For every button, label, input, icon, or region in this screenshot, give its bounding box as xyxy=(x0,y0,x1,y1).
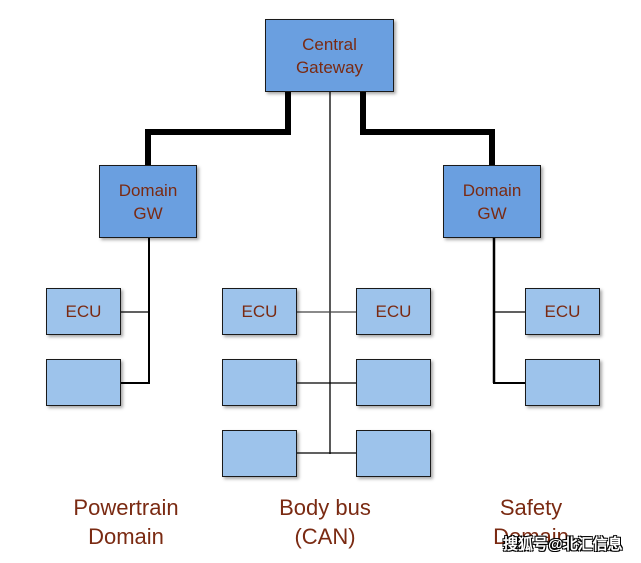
body-ecu-right-1: ECU xyxy=(356,288,431,335)
powertrain-domain-label: Powertrain Domain xyxy=(73,495,179,549)
safety-ecu-1: ECU xyxy=(525,288,600,335)
watermark: 搜狐号@北汇信息 xyxy=(503,536,623,553)
body-bus-label: Body bus (CAN) xyxy=(279,495,371,549)
ecu-label: ECU xyxy=(544,302,581,321)
central-gateway-node: Central Gateway xyxy=(265,19,394,92)
central-to-right-gw-link xyxy=(360,92,495,166)
safety-ecu-2 xyxy=(525,359,600,406)
central-gateway-label: Central Gateway xyxy=(295,34,364,77)
body-ecu-left-3 xyxy=(222,430,297,477)
powertrain-ecu-1: ECU xyxy=(46,288,121,335)
powertrain-ecu-2 xyxy=(46,359,121,406)
domain-gw-label: Domain GW xyxy=(118,180,178,223)
body-ecu-right-3 xyxy=(356,430,431,477)
central-to-left-gw-link xyxy=(145,92,291,166)
ecu-label: ECU xyxy=(65,302,102,321)
body-ecu-left-2 xyxy=(222,359,297,406)
safety-domain-label: Safety Domain xyxy=(493,495,569,549)
body-ecu-left-1: ECU xyxy=(222,288,297,335)
powertrain-domain-gw-node: Domain GW xyxy=(99,165,197,238)
body-ecu-right-2 xyxy=(356,359,431,406)
ecu-label: ECU xyxy=(375,302,412,321)
ecu-label: ECU xyxy=(241,302,278,321)
safety-domain-gw-node: Domain GW xyxy=(443,165,541,238)
domain-gw-label: Domain GW xyxy=(462,180,522,223)
